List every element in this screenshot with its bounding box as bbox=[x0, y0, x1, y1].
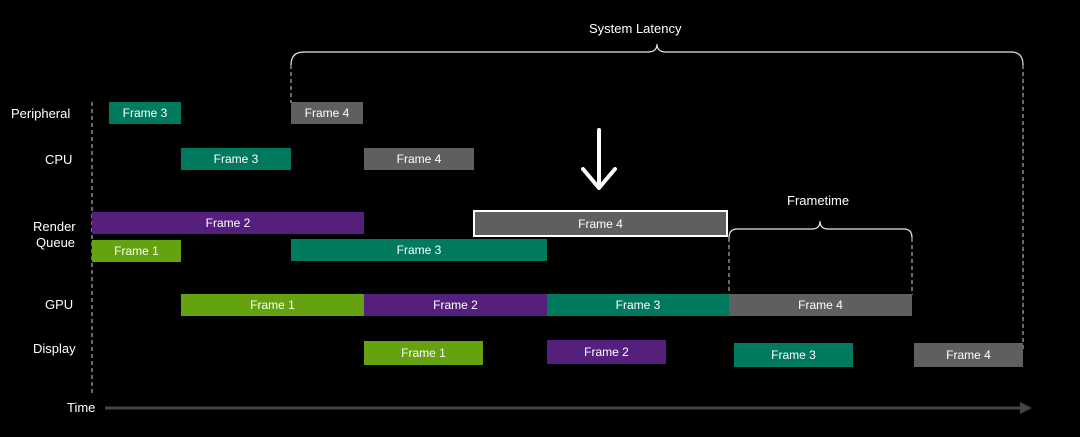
render-queue-frame-2: Frame 2 bbox=[92, 212, 364, 234]
time-axis-label: Time bbox=[67, 400, 96, 415]
render-queue-frame-1: Frame 1 bbox=[92, 240, 181, 262]
system-latency-label: System Latency bbox=[589, 21, 682, 36]
display-frame-3: Frame 3 bbox=[734, 343, 853, 367]
display-frame-2: Frame 2 bbox=[547, 340, 666, 364]
peripheral-frame-4: Frame 4 bbox=[291, 102, 363, 124]
display-frame-4: Frame 4 bbox=[914, 343, 1023, 367]
cpu-frame-3: Frame 3 bbox=[181, 148, 291, 170]
row-label-gpu: GPU bbox=[45, 297, 74, 312]
row-label-queue: Queue bbox=[36, 235, 76, 250]
row-label-peripheral: Peripheral bbox=[11, 106, 71, 121]
row-label-cpu: CPU bbox=[45, 152, 73, 167]
peripheral-frame-3: Frame 3 bbox=[109, 102, 181, 124]
row-label-render: Render bbox=[33, 219, 76, 234]
render-queue-frame-3: Frame 3 bbox=[291, 239, 547, 261]
down-arrow-icon bbox=[581, 128, 617, 190]
render-queue-frame-4: Frame 4 bbox=[473, 210, 728, 237]
display-frame-1: Frame 1 bbox=[364, 341, 483, 365]
cpu-frame-4: Frame 4 bbox=[364, 148, 474, 170]
row-label-display: Display bbox=[33, 341, 76, 356]
time-axis-arrowhead-icon bbox=[1020, 402, 1032, 414]
system-latency-bracket bbox=[290, 43, 1024, 66]
gpu-frame-4: Frame 4 bbox=[729, 294, 912, 316]
gpu-frame-2: Frame 2 bbox=[364, 294, 547, 316]
frametime-bracket bbox=[728, 220, 913, 239]
gpu-frame-1: Frame 1 bbox=[181, 294, 364, 316]
gpu-frame-3: Frame 3 bbox=[547, 294, 729, 316]
frametime-label: Frametime bbox=[787, 193, 850, 208]
